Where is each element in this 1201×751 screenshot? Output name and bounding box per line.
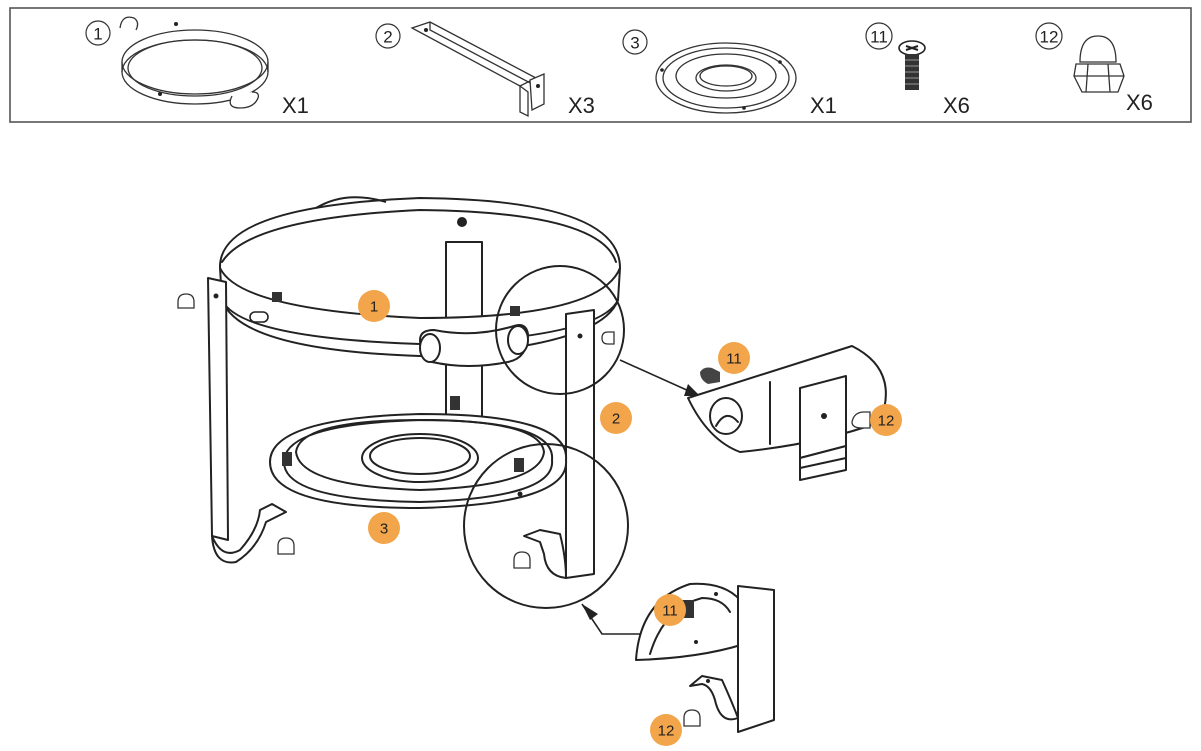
part-quantity: X1 [282, 93, 309, 118]
part-1: 1 X1 [85, 16, 309, 118]
parts-list-panel: 1 X1 2 [9, 7, 1192, 123]
part-quantity: X3 [568, 93, 595, 118]
callout-badge-detail-bottom-nut: 12 [650, 714, 682, 746]
part-quantity: X1 [810, 93, 837, 118]
part-number: 1 [93, 25, 102, 44]
parts-list-border [9, 7, 1192, 123]
svg-text:11: 11 [726, 351, 742, 368]
screw-icon [282, 452, 292, 466]
leader-arrows [581, 359, 701, 635]
nut-icon [277, 537, 295, 555]
svg-text:1: 1 [370, 299, 378, 316]
callout-badge-detail-top-nut: 12 [870, 404, 902, 436]
part-11: 11 X6 [865, 22, 970, 118]
callout-badge-detail-top-screw: 11 [718, 342, 750, 374]
callout-badge-detail-bottom-screw: 11 [654, 594, 686, 626]
part-quantity: X6 [943, 93, 970, 118]
screw-icon [700, 367, 720, 384]
nut-icon [513, 551, 531, 569]
callout-badge-pan: 3 [368, 512, 400, 544]
svg-text:12: 12 [658, 723, 675, 740]
part-number-circle [1035, 22, 1063, 50]
detail-magnifier-bottom [463, 443, 629, 609]
ring-inner-arc [221, 209, 617, 263]
part-number: 3 [630, 34, 639, 53]
svg-text:2: 2 [612, 411, 620, 428]
svg-text:3: 3 [380, 521, 388, 538]
callout-badge-leg: 2 [600, 402, 632, 434]
part-number-circle [865, 22, 893, 50]
part-quantity: X6 [1126, 90, 1153, 115]
part-2: 2 X3 [375, 21, 595, 118]
left-leg [207, 277, 287, 564]
screw-icon [898, 40, 926, 90]
svg-text:11: 11 [662, 603, 678, 620]
assembly-fasteners [177, 292, 615, 569]
part-number: 2 [383, 28, 392, 47]
nut-icon [601, 331, 615, 345]
ring-top-edge [218, 197, 621, 269]
part-number-circle [85, 20, 111, 46]
right-leg [523, 309, 595, 579]
detail-magnifier-top [495, 265, 625, 395]
part-number: 12 [1040, 28, 1059, 47]
nut-icon [683, 709, 701, 727]
screw-icon [272, 292, 282, 302]
screw-icon [450, 396, 460, 410]
nut-icon [177, 293, 195, 309]
screw-icon [514, 458, 524, 472]
screw-icon [510, 306, 520, 316]
cap-nut-icon [1073, 35, 1125, 93]
part-number-circle [622, 29, 648, 55]
main-assembly: 1 2 3 [177, 196, 632, 609]
part-number: 11 [870, 28, 888, 47]
part-12: 12 X6 [1035, 22, 1153, 115]
detail-bottom: 11 12 [635, 582, 775, 746]
part-number-circle [375, 23, 401, 49]
leg-bracket-icon [410, 21, 545, 118]
svg-text:12: 12 [878, 413, 895, 430]
callout-badge-ring: 1 [358, 290, 390, 322]
ring-icon [119, 16, 269, 109]
water-pan-icon [655, 42, 797, 114]
part-3: 3 X1 [622, 29, 837, 118]
detail-top: 11 12 [687, 342, 902, 481]
